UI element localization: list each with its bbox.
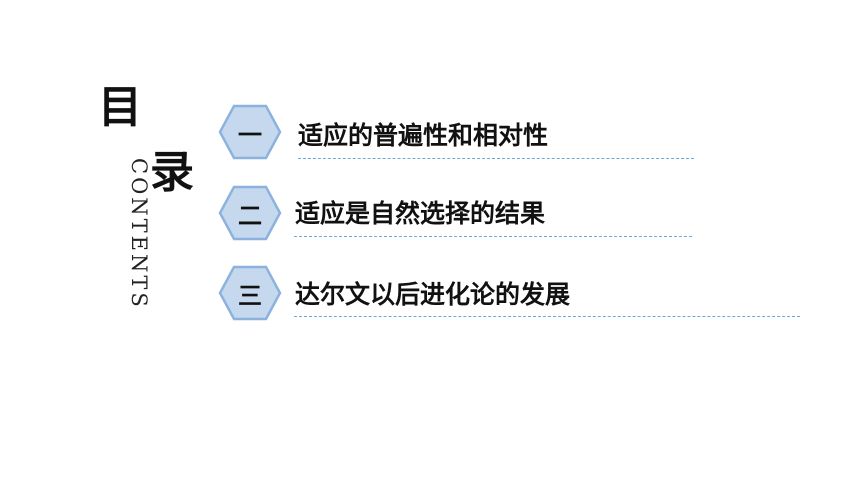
- hexagon-badge-2: 二: [218, 185, 282, 241]
- item-title: 适应是自然选择的结果: [295, 199, 546, 228]
- hexagon-badge-3: 三: [218, 265, 282, 321]
- hexagon-icon: [218, 104, 282, 160]
- item-number: 一: [238, 120, 262, 149]
- item-title: 适应的普遍性和相对性: [298, 121, 549, 150]
- hexagon-icon: [218, 185, 282, 241]
- hexagon-icon: [218, 265, 282, 321]
- item-title: 达尔文以后进化论的发展: [295, 280, 571, 309]
- contents-label: CONTENTS: [127, 158, 151, 310]
- dashed-divider: [298, 158, 694, 159]
- hexagon-badge-1: 一: [218, 104, 282, 160]
- item-number: 二: [238, 201, 262, 230]
- title-char-mu: 目: [98, 82, 142, 133]
- item-number: 三: [238, 281, 262, 310]
- dashed-divider: [294, 316, 800, 317]
- dashed-divider: [294, 236, 692, 237]
- title-char-lu: 录: [150, 147, 194, 198]
